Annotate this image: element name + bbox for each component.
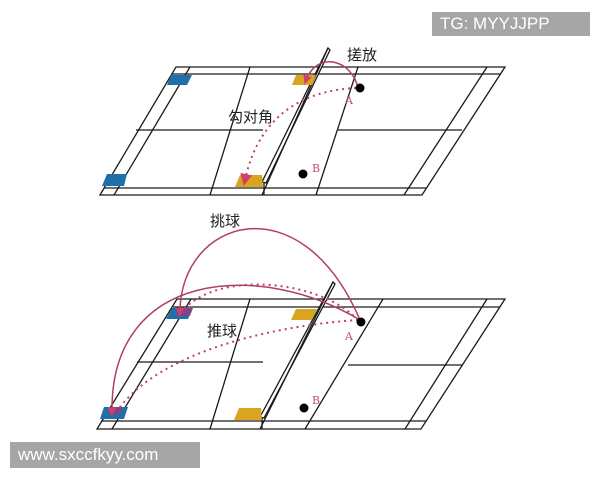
target-blue-back-bottom [102, 174, 127, 186]
trajectories-top [240, 61, 359, 186]
label-net-shot: 搓放 [347, 46, 377, 64]
player-a-top [355, 83, 365, 93]
label-push: 推球 [207, 322, 237, 340]
player-b-bottom [299, 403, 309, 413]
label-point-b-bottom: B [312, 394, 320, 407]
label-point-a-bottom: A [344, 330, 354, 343]
watermark-website: www.sxccfkyy.com [10, 442, 200, 468]
label-point-a-top: A [344, 94, 354, 107]
lift-path-1 [175, 227, 361, 321]
label-cross-court: 勾对角 [228, 108, 273, 126]
cross-court-path [240, 87, 357, 186]
push-path-1 [182, 283, 359, 321]
player-b-top [298, 169, 308, 179]
label-lift: 挑球 [210, 212, 240, 230]
lift-path-2 [107, 284, 361, 417]
court-bottom [95, 280, 507, 430]
target-gold-net-top [292, 75, 316, 85]
trajectories-bottom [107, 227, 361, 417]
label-point-b-top: B [312, 162, 320, 175]
player-a-bottom [356, 317, 366, 327]
target-blue-back-top [167, 75, 192, 85]
watermark-telegram: TG: MYYJJPP [432, 12, 590, 36]
push-path-2 [117, 319, 359, 411]
net-shot-path [303, 61, 359, 89]
